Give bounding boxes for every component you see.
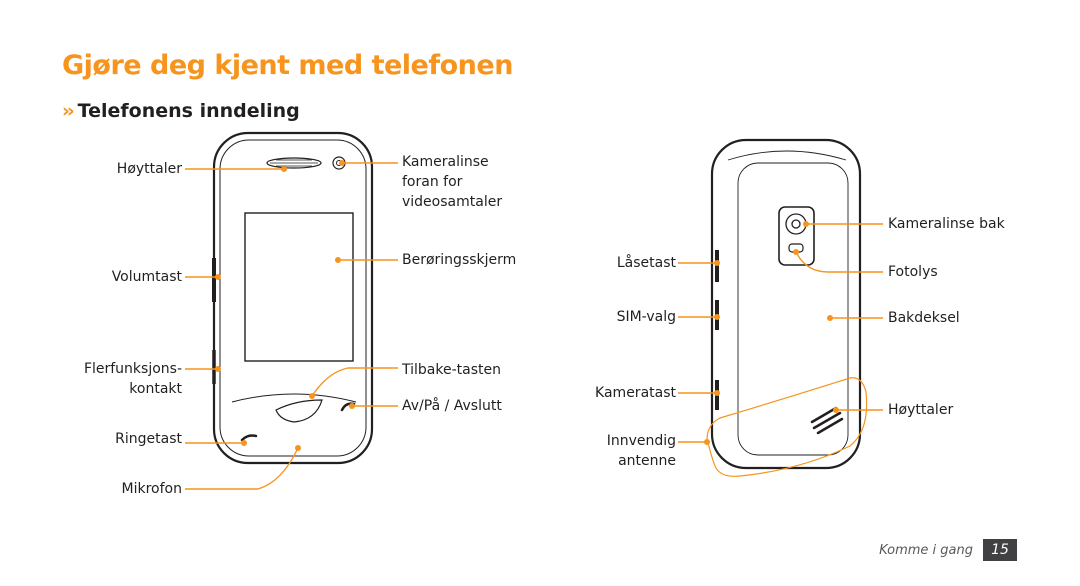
label-internal-antenna: Innvendig antenne	[607, 431, 676, 471]
label-camera-key: Kameratast	[595, 385, 676, 401]
label-front-camera-line1: Kameralinse	[402, 154, 489, 170]
label-microphone: Mikrofon	[121, 481, 182, 497]
earpiece-grille	[266, 157, 322, 169]
page-title: Gjøre deg kjent med telefonen	[62, 50, 513, 81]
antenna-outline	[706, 377, 868, 477]
section-heading-text: Telefonens inndeling	[77, 100, 300, 122]
label-multifunction-line2: kontakt	[129, 381, 182, 397]
label-touchscreen: Berøringsskjerm	[402, 252, 517, 268]
rear-speaker-grille	[810, 406, 844, 435]
label-antenna-line2: antenne	[618, 453, 676, 469]
label-multifunction-line1: Flerfunksjons-	[83, 361, 182, 377]
label-front-camera: Kameralinse foran for videosamtaler	[402, 152, 502, 212]
label-back-key: Tilbake-tasten	[402, 362, 501, 378]
page-number-badge: 15	[983, 539, 1017, 561]
back-callout-lines	[678, 223, 883, 477]
chevron-icon: ››	[62, 100, 75, 122]
label-front-speaker: Høyttaler	[116, 161, 182, 177]
label-front-camera-line2: foran for	[402, 174, 463, 190]
label-multifunction-jack: Flerfunksjons- kontakt	[84, 359, 182, 399]
label-power-end-key: Av/På / Avslutt	[402, 398, 502, 414]
label-battery-cover: Bakdeksel	[888, 310, 960, 326]
label-sim-key: SIM-valg	[616, 309, 676, 325]
label-flash: Fotolys	[888, 264, 938, 280]
back-key	[275, 399, 323, 423]
label-antenna-line1: Innvendig	[606, 433, 676, 449]
front-callout-lines	[185, 162, 398, 490]
dial-key-icon	[240, 434, 258, 442]
footer-section-title: Komme i gang	[879, 543, 973, 558]
front-phone	[212, 131, 374, 465]
section-heading: ››Telefonens inndeling	[62, 100, 300, 122]
front-callout-dots	[215, 160, 355, 451]
label-rear-camera: Kameralinse bak	[888, 216, 1005, 232]
back-phone	[710, 138, 862, 470]
label-rear-speaker: Høyttaler	[888, 402, 954, 418]
rear-camera-module	[778, 206, 815, 266]
label-lock-key: Låsetast	[616, 255, 676, 271]
back-callout-dots	[704, 221, 839, 445]
label-dial-key: Ringetast	[115, 431, 182, 447]
label-front-camera-line3: videosamtaler	[402, 194, 503, 210]
label-volume-key: Volumtast	[111, 269, 182, 285]
